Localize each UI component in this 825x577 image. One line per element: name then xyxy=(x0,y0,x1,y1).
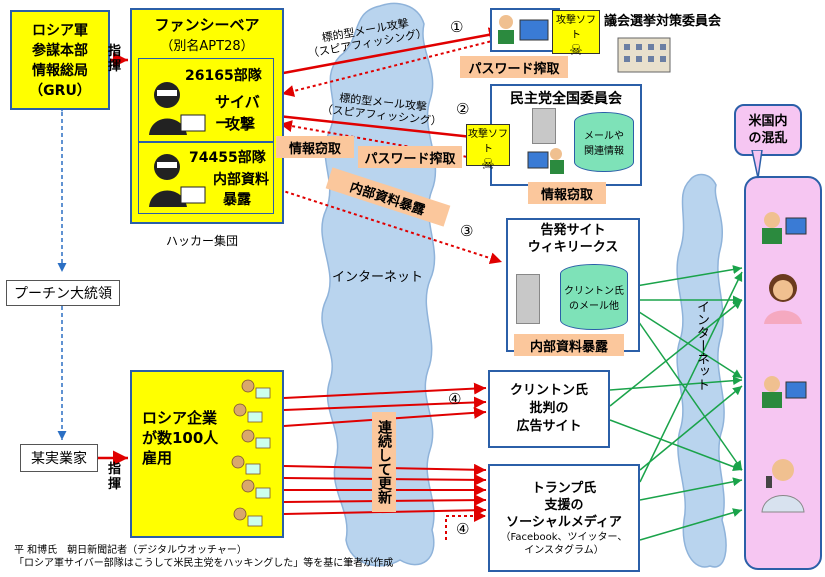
wikileaks-db-line1: クリントン氏 xyxy=(564,286,624,297)
command-label-1: 指 揮 xyxy=(108,44,121,74)
attack-software-badge-2: 攻撃ソフト ☠ xyxy=(466,124,510,173)
gru-line3: 情報総局 xyxy=(32,63,88,79)
skull-icon: ☠ xyxy=(481,155,495,173)
gru-box: ロシア軍 参謀本部 情報総局 （GRU） xyxy=(10,10,110,110)
trump-line1: トランプ氏 xyxy=(531,480,597,496)
wikileaks-box: 告発サイト ウィキリークス クリントン氏 のメール他 xyxy=(506,218,640,352)
gru-line1: ロシア軍 xyxy=(32,23,88,39)
hacker-group-caption: ハッカー集団 xyxy=(166,234,239,248)
clinton-ad-site-box: クリントン氏 批判の 広告サイト xyxy=(488,370,610,448)
dnc-database: メールや 関連情報 xyxy=(574,112,634,172)
attack-software-text-1: 攻撃ソフト xyxy=(556,15,596,41)
info-steal-arrow-label: 情報窃取 xyxy=(276,136,354,158)
us-confusion-line2: の混乱 xyxy=(748,131,788,146)
trump-line3: ソーシャルメディア xyxy=(506,514,622,530)
step-number-4b: ④ xyxy=(456,520,470,538)
trump-social-media-box: トランプ氏 支援の ソーシャルメディア （Facebook、ツイッター、 インス… xyxy=(488,464,640,572)
credit-text: 平 和博氏 朝日新聞記者（デジタルウオッチャー） 「ロシア軍サイバー部隊はこうし… xyxy=(14,544,393,570)
wikileaks-leak-label: 内部資料暴露 xyxy=(514,334,624,356)
trump-line2: 支援の xyxy=(544,497,584,513)
companies-line1: ロシア企業 xyxy=(142,409,218,427)
credit-line2: 「ロシア軍サイバー部隊はこうして米民主党をハッキングした」等を基に筆者が作成 xyxy=(14,558,394,569)
dnc-db-line1: メールや xyxy=(584,131,624,142)
internet-label-right: インターネット xyxy=(694,300,709,391)
dnc-info-steal-label: 情報窃取 xyxy=(528,182,606,204)
fancy-bear-box: ファンシーベア （別名APT28） 26165部隊 サイバー 攻撃 74455部… xyxy=(130,8,284,224)
step-number-4a: ④ xyxy=(448,390,462,408)
businessman-label: 某実業家 xyxy=(20,444,98,472)
wikileaks-title: 告発サイト ウィキリークス xyxy=(508,222,638,256)
unit-26165-role2: 攻撃 xyxy=(225,115,256,133)
companies-line2: が数100人 xyxy=(142,429,219,447)
unit-74455-name: 74455部隊 xyxy=(189,150,266,166)
unit-26165-role1: サイバー xyxy=(215,93,260,132)
step-number-2: ② xyxy=(456,100,470,118)
dnc-box: 民主党全国委員会 メールや 関連情報 xyxy=(490,84,642,186)
command-char-2: 揮 xyxy=(108,477,122,492)
unit-74455-role2: 暴露 xyxy=(223,192,251,208)
putin-label: プーチン大統領 xyxy=(6,280,120,306)
fancy-bear-title: ファンシーベア xyxy=(154,16,260,34)
companies-text: ロシア企業 が数100人 雇用 xyxy=(142,408,218,468)
continuous-update-label: 連続して更新 xyxy=(372,412,396,512)
computer-user-icon xyxy=(498,15,549,44)
attack-software-badge-1: 攻撃ソフト ☠ xyxy=(552,10,600,59)
workers-icon-group xyxy=(231,379,271,527)
us-confusion-line1: 米国内 xyxy=(748,114,788,129)
command-char-1: 指 xyxy=(108,462,122,477)
callout-pointer xyxy=(751,150,763,179)
password-steal-arrow-label: パスワード搾取 xyxy=(358,146,462,168)
unit-26165-box: 26165部隊 サイバー 攻撃 xyxy=(138,58,274,142)
command-char-1: 指 xyxy=(108,44,122,59)
man-phone-icon xyxy=(761,459,805,513)
us-confusion-box xyxy=(744,176,822,570)
computer-user-icon xyxy=(527,148,564,174)
fancy-bear-alias: （別名APT28） xyxy=(160,39,254,54)
command-label-2: 指 揮 xyxy=(108,462,121,492)
congress-box xyxy=(490,8,560,52)
attack-software-text-2: 攻撃ソフト xyxy=(468,129,508,155)
command-char-2: 揮 xyxy=(108,59,122,74)
server-icon xyxy=(516,274,540,324)
internet-label-center: インターネット xyxy=(332,270,424,285)
user-icon xyxy=(762,212,807,244)
woman-icon xyxy=(764,274,802,324)
dnc-title: 民主党全国委員会 xyxy=(510,91,622,107)
dnc-db-line2: 関連情報 xyxy=(584,146,624,157)
clinton-site-line2: 批判の xyxy=(529,401,569,416)
step-number-1: ① xyxy=(450,18,464,36)
trump-line5: インスタグラム） xyxy=(524,544,604,556)
wikileaks-line1: 告発サイト xyxy=(540,223,606,238)
user-icon xyxy=(762,376,807,408)
congress-title: 議会選挙対策委員会 xyxy=(604,14,722,29)
gru-line4: （GRU） xyxy=(29,83,91,99)
clinton-site-line3: 広告サイト xyxy=(516,419,582,434)
unit-26165-name: 26165部隊 xyxy=(185,68,262,84)
building-icon xyxy=(617,37,671,73)
russian-companies-box: ロシア企業 が数100人 雇用 xyxy=(130,370,284,538)
wikileaks-database: クリントン氏 のメール他 xyxy=(560,264,628,330)
us-confusion-title: 米国内 の混乱 xyxy=(734,104,802,156)
gru-line2: 参謀本部 xyxy=(32,43,88,59)
wikileaks-line2: ウィキリークス xyxy=(527,240,619,255)
companies-line3: 雇用 xyxy=(142,449,173,467)
skull-icon: ☠ xyxy=(569,41,583,59)
trump-line4: （Facebook、ツイッター、 xyxy=(500,531,628,543)
unit-74455-role1: 内部資料 xyxy=(213,172,269,188)
hacker-icon xyxy=(149,82,206,135)
congress-password-label: パスワード搾取 xyxy=(460,56,568,78)
credit-line1: 平 和博氏 朝日新聞記者（デジタルウオッチャー） xyxy=(14,545,247,556)
server-icon xyxy=(532,108,556,144)
unit-74455-box: 74455部隊 内部資料 暴露 xyxy=(138,142,274,214)
wikileaks-db-line2: のメール他 xyxy=(569,301,619,312)
step-number-3: ③ xyxy=(460,222,474,240)
clinton-site-line1: クリントン氏 xyxy=(509,383,588,398)
hacker-icon xyxy=(149,154,206,207)
